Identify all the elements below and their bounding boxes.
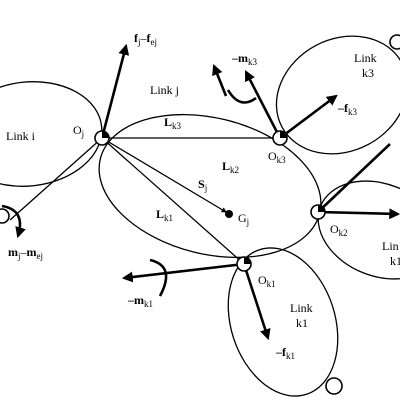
label-link-k2-partial: Lin k1 — [382, 239, 400, 268]
joint-k1-distal — [325, 377, 343, 395]
label-moment-j: mj–mej — [8, 245, 43, 261]
label-o-k1: Ok1 — [258, 273, 276, 289]
joint-i-distal — [0, 208, 10, 224]
label-force-k1: –fk1 — [275, 345, 295, 361]
vector-s-j — [101, 137, 227, 213]
label-o-j: Oj — [73, 123, 84, 139]
force-f-j-arrow — [100, 43, 130, 139]
joint-o-j-marker — [102, 131, 109, 138]
link-k3-outline — [275, 35, 400, 155]
force-f-k3-arrow — [279, 94, 338, 140]
label-moment-k3: –mk3 — [231, 51, 258, 67]
center-of-mass-g-j — [225, 210, 233, 218]
moment-m-k1-axis — [121, 262, 245, 283]
force-o-k2-arrow — [317, 208, 400, 220]
moment-m-k3-axis — [244, 70, 282, 139]
joint-o-k1-marker — [244, 257, 251, 264]
label-l-k2: Lk2 — [222, 159, 239, 175]
label-o-k2: Ok2 — [330, 222, 348, 238]
label-link-i: Link i — [6, 129, 36, 143]
moment-m-k3-arrowhead — [212, 63, 228, 97]
label-link-k3: Link k3 — [354, 51, 380, 80]
moment-o-k2-axis — [317, 143, 391, 213]
label-moment-k1: –mk1 — [127, 293, 153, 309]
link-j-outline — [98, 113, 322, 259]
link-k1-outline — [227, 247, 339, 397]
moment-m-k1-curl — [149, 258, 168, 297]
moment-m-k3-curl — [226, 89, 257, 104]
force-f-k1-arrow — [242, 263, 271, 341]
link-i-outline — [0, 81, 103, 187]
label-force-k3: –fk3 — [337, 101, 358, 117]
label-g-j: Gj — [238, 211, 249, 227]
label-l-k3: Lk3 — [164, 115, 182, 131]
label-o-k3: Ok3 — [268, 149, 286, 165]
label-l-k1: Lk1 — [156, 207, 173, 223]
moment-m-j-axis — [9, 137, 103, 221]
vector-l-k1 — [101, 137, 245, 265]
label-force-j: fj–fej — [134, 31, 157, 47]
label-link-j: Link j — [150, 83, 179, 97]
label-s-j: Sj — [198, 177, 207, 193]
joint-k3-distal — [389, 34, 400, 50]
joint-o-k2-marker — [318, 205, 325, 212]
joint-o-k3-marker — [280, 131, 287, 138]
moment-m-j-curl — [1, 204, 26, 239]
label-link-k1: Link k1 — [290, 301, 316, 330]
